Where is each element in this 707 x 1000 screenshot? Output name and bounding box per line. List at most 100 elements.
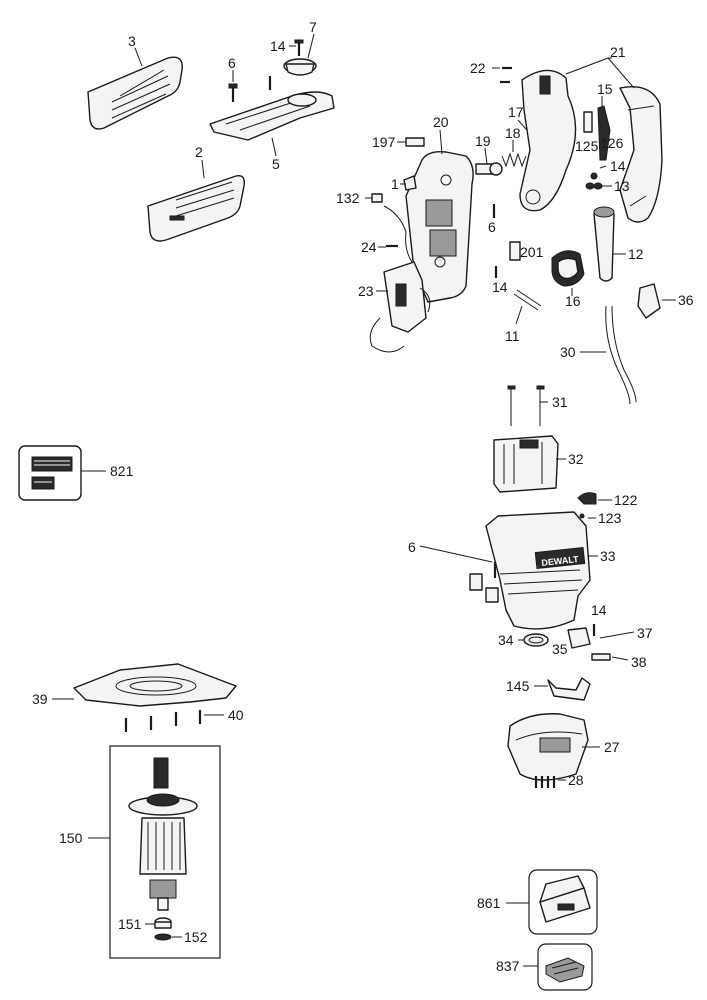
part-23-switch-assembly (383, 261, 431, 333)
callout-151: 151 (118, 916, 142, 932)
part-125 (583, 111, 593, 133)
callout-15: 15 (597, 81, 613, 97)
part-21-gear-housing-left (519, 69, 577, 212)
callout-152: 152 (184, 929, 208, 945)
part-197-label (405, 137, 425, 147)
part-16-seal (551, 250, 585, 287)
callout-12: 12 (628, 246, 644, 262)
part-20-housing-half (405, 150, 474, 303)
callout-38: 38 (631, 654, 647, 670)
callout-22: 22 (470, 60, 486, 76)
callout-122: 122 (614, 492, 638, 508)
part-28-screws (534, 776, 556, 788)
part-837-case-insert-box (537, 943, 593, 991)
callout-27: 27 (604, 739, 620, 755)
part-122-brush-holder (577, 492, 597, 505)
callout-3: 3 (128, 33, 136, 49)
part-27-bottom-housing (507, 713, 589, 781)
part-38-pin (591, 653, 611, 661)
callout-861: 861 (477, 895, 501, 911)
callout-145: 145 (506, 678, 530, 694)
callout-126: 126 (600, 135, 624, 151)
callout-125: 125 (575, 138, 599, 154)
part-12-cord-protector (593, 206, 615, 282)
part-7-knob (283, 58, 317, 76)
callout-33: 33 (600, 548, 616, 564)
part-13-pins (585, 182, 603, 190)
callout-837: 837 (496, 958, 520, 974)
part-14-screw-top (268, 39, 304, 90)
part-6-screw-top (228, 83, 238, 102)
callout-17: 17 (508, 104, 524, 120)
callout-23: 23 (358, 283, 374, 299)
callout-6-top: 6 (228, 55, 236, 71)
callout-821: 821 (110, 463, 134, 479)
callout-35: 35 (552, 641, 568, 657)
part-132 (371, 193, 383, 203)
part-39-baffle-plate (73, 663, 237, 707)
part-35-switch (567, 627, 591, 649)
part-821-label-box (18, 445, 82, 501)
callout-36: 36 (678, 292, 694, 308)
part-22-screws (500, 66, 512, 84)
part-19-spindle (475, 162, 503, 176)
part-11-pin (513, 293, 539, 311)
callout-14-mid: 14 (492, 279, 508, 295)
part-33-motor-housing (485, 511, 591, 630)
carbon-brushes (469, 573, 499, 603)
part-34-o-ring (523, 633, 549, 647)
callout-30: 30 (560, 344, 576, 360)
part-30-power-cord (605, 305, 637, 405)
callout-150: 150 (59, 830, 83, 846)
wiring-harness (369, 205, 413, 353)
part-145-baffle (547, 677, 591, 701)
callout-28: 28 (568, 772, 584, 788)
part-31-long-screws (507, 385, 545, 426)
part-36-cord-clamp (637, 283, 661, 319)
part-5-top-plate (209, 91, 335, 141)
callout-13: 13 (614, 178, 630, 194)
callout-16: 16 (565, 293, 581, 309)
callout-39: 39 (32, 691, 48, 707)
callout-37: 37 (637, 625, 653, 641)
callout-197: 197 (372, 134, 396, 150)
callout-21: 21 (610, 44, 626, 60)
callout-40: 40 (228, 707, 244, 723)
callout-18: 18 (505, 125, 521, 141)
callout-19: 19 (475, 133, 491, 149)
part-21-gear-housing-right (619, 86, 663, 223)
callout-14-top: 14 (270, 38, 286, 54)
callout-5: 5 (272, 156, 280, 172)
callout-31: 31 (552, 394, 568, 410)
part-151-bearing (154, 917, 172, 929)
callout-11: 11 (505, 328, 520, 344)
part-2-side-cover (147, 175, 246, 242)
callout-34: 34 (498, 632, 514, 648)
callout-14-right: 14 (610, 158, 626, 174)
part-3-side-cover (87, 56, 183, 130)
part-201-label (509, 241, 521, 261)
callout-132: 132 (336, 190, 360, 206)
part-1-clip (403, 175, 417, 191)
callout-2: 2 (195, 144, 203, 160)
callout-6-mid: 6 (488, 219, 496, 235)
part-123-screw (579, 513, 585, 519)
callout-1: 1 (391, 176, 399, 192)
callout-6-low: 6 (408, 539, 416, 555)
part-14-pin-right (590, 172, 598, 180)
callout-123: 123 (598, 510, 622, 526)
part-18-spring (501, 152, 527, 168)
callout-20: 20 (433, 114, 449, 130)
part-861-carry-case-box (528, 869, 598, 935)
part-152-ring (154, 933, 172, 941)
part-40-screws (124, 710, 202, 732)
callout-7: 7 (309, 19, 317, 35)
callout-201: 201 (520, 244, 544, 260)
callout-24: 24 (361, 239, 377, 255)
dewalt-logo-text: DEWALT (541, 554, 580, 568)
part-32-field-stator (493, 435, 559, 493)
callout-32: 32 (568, 451, 584, 467)
part-126-lever (597, 105, 611, 161)
callout-14-low: 14 (591, 602, 607, 618)
